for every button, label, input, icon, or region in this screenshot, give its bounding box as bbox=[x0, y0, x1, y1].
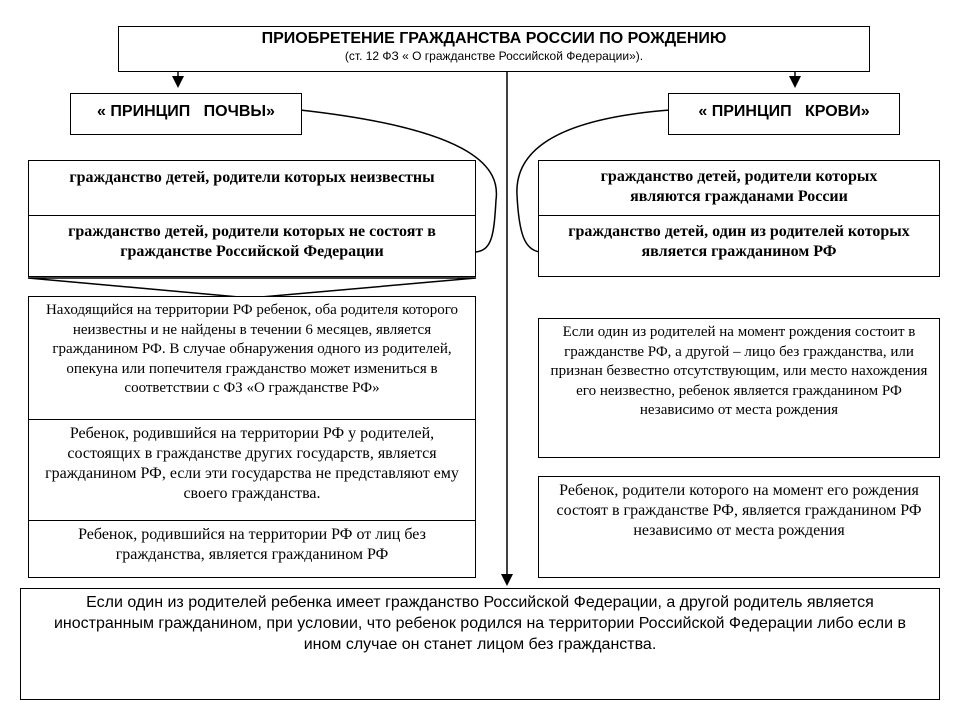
blood-detail-one-citizen-parent: Если один из родителей на момент рождени… bbox=[538, 318, 940, 458]
soil-category-non-citizen-parents: гражданство детей, родители которых не с… bbox=[28, 215, 476, 277]
soil-detail-unknown-parents: Находящийся на территории РФ ребенок, об… bbox=[28, 296, 476, 420]
blood-principle-box: « ПРИНЦИП КРОВИ» bbox=[668, 93, 900, 135]
soil-principle-box: « ПРИНЦИП ПОЧВЫ» bbox=[70, 93, 302, 135]
soil-category-unknown-parents: гражданство детей, родители которых неиз… bbox=[28, 160, 476, 216]
soil-detail-stateless-parents: Ребенок, родившийся на территории РФ от … bbox=[28, 520, 476, 578]
blood-category-citizen-parents: гражданство детей, родители которых явля… bbox=[538, 160, 940, 216]
header-box: ПРИОБРЕТЕНИЕ ГРАЖДАНСТВА РОССИИ ПО РОЖДЕ… bbox=[118, 26, 870, 72]
blood-category-one-citizen-parent: гражданство детей, один из родителей кот… bbox=[538, 215, 940, 277]
page-title: ПРИОБРЕТЕНИЕ ГРАЖДАНСТВА РОССИИ ПО РОЖДЕ… bbox=[261, 30, 727, 47]
blood-detail-citizen-parents: Ребенок, родители которого на момент его… bbox=[538, 476, 940, 578]
bottom-condition-box: Если один из родителей ребенка имеет гра… bbox=[20, 588, 940, 700]
soil-details-pointer bbox=[27, 277, 477, 299]
soil-detail-foreign-parents: Ребенок, родившийся на территории РФ у р… bbox=[28, 419, 476, 521]
page-subtitle: (ст. 12 ФЗ « О гражданстве Российской Фе… bbox=[344, 49, 644, 63]
